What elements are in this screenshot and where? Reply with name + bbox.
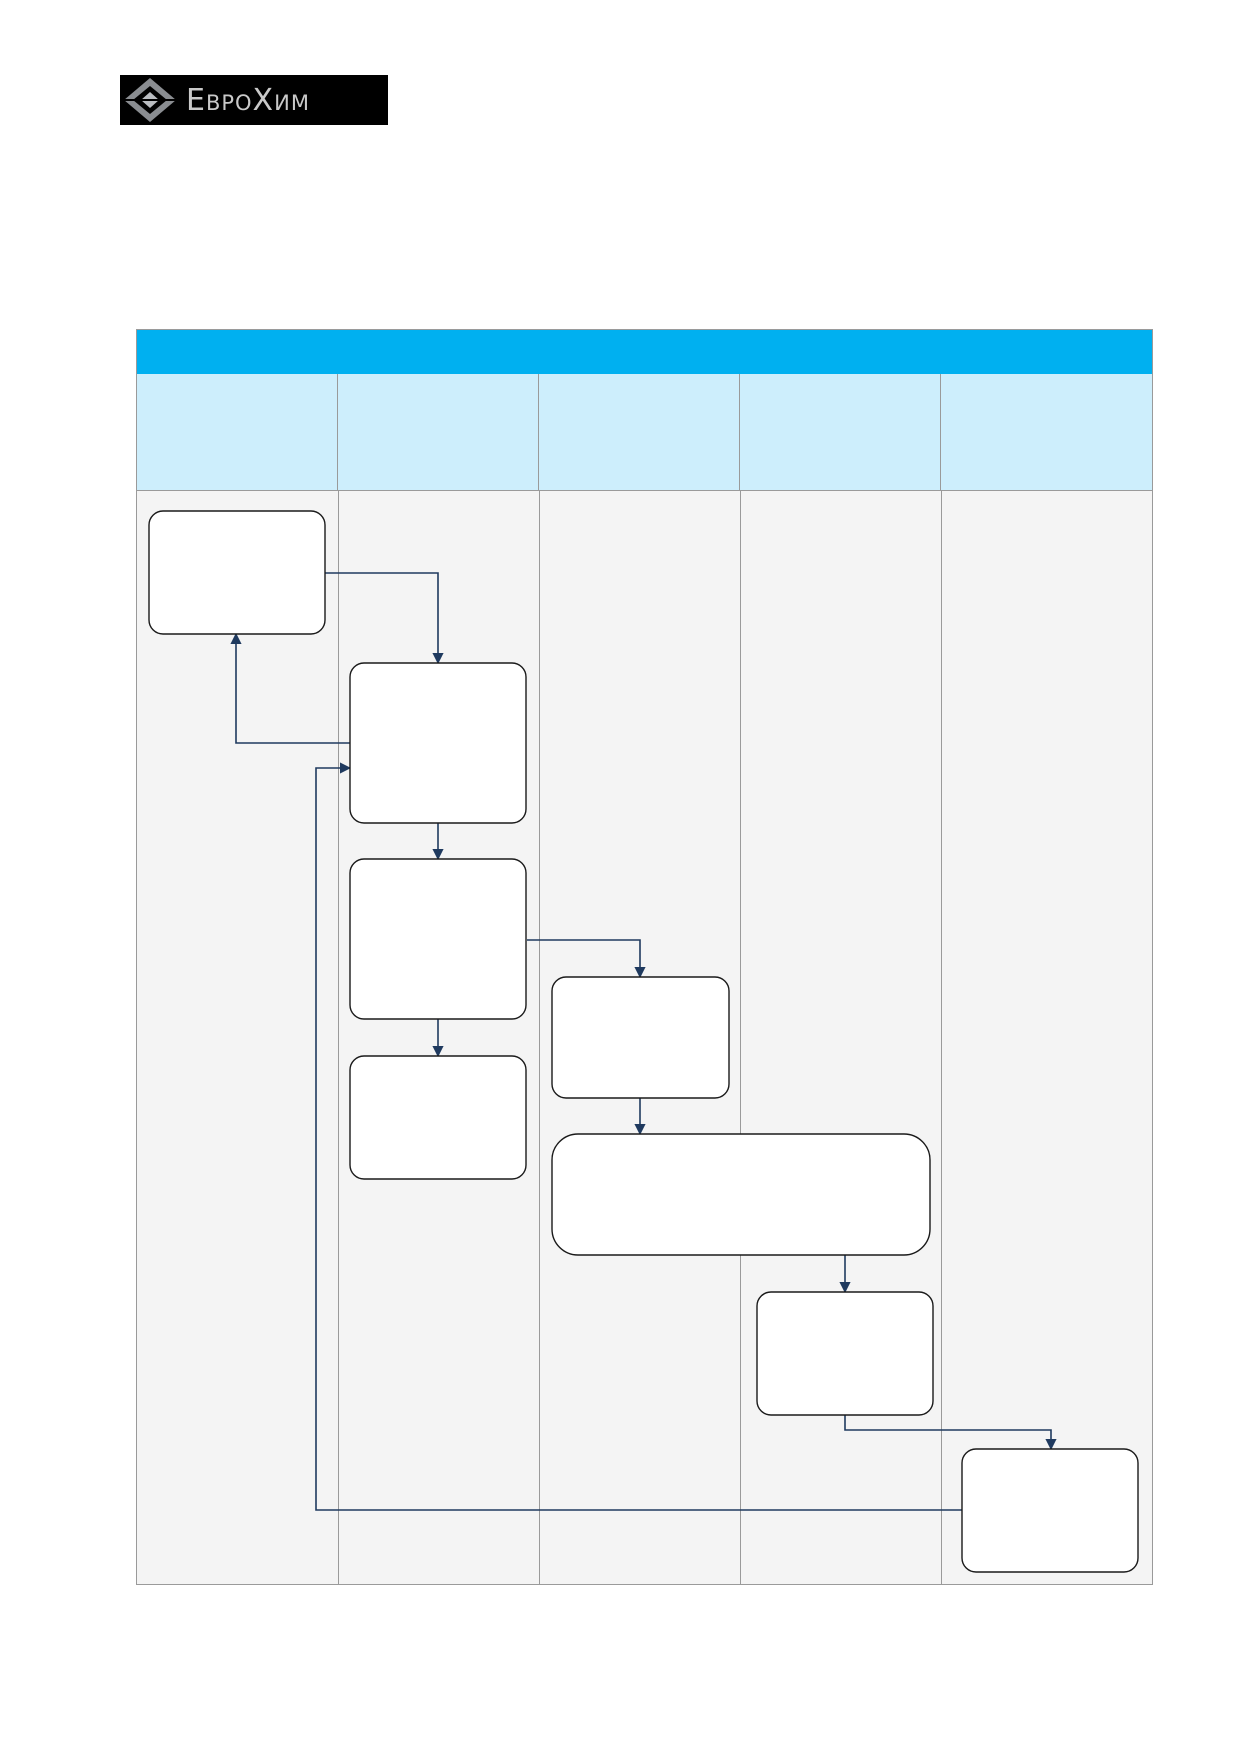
connector-arrow <box>527 939 646 979</box>
diamond-logo-icon <box>124 78 176 122</box>
connector-arrow <box>230 632 350 744</box>
process-step <box>349 858 527 1020</box>
lane-header-5 <box>941 374 1152 491</box>
lane-divider <box>539 491 540 1584</box>
lane-header-3 <box>539 374 740 491</box>
diagram-title-bar <box>137 330 1152 374</box>
lane-divider <box>941 491 942 1584</box>
lane-header-1 <box>137 374 338 491</box>
process-step <box>961 1448 1139 1573</box>
lane-header-2 <box>338 374 539 491</box>
connector-arrow <box>315 762 962 1511</box>
process-step <box>551 976 730 1099</box>
process-step <box>148 510 326 635</box>
connector-arrow <box>844 1415 1057 1451</box>
process-step <box>349 662 527 824</box>
logo-wordmark: ЕвроХим <box>186 82 310 118</box>
company-logo: ЕвроХим <box>120 75 388 125</box>
process-step <box>756 1291 934 1416</box>
lane-divider <box>740 491 741 1584</box>
process-step <box>551 1133 931 1256</box>
lane-header-4 <box>740 374 941 491</box>
lane-divider <box>338 491 339 1584</box>
connector-arrow <box>325 572 444 665</box>
process-step <box>349 1055 527 1180</box>
